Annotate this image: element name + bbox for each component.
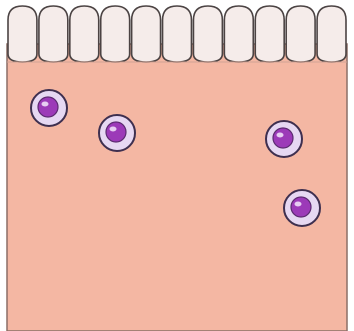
epithelial-layer: [7, 6, 347, 62]
epithelial-cell-2: [39, 6, 68, 62]
connective-tissue-region: [7, 44, 347, 331]
epithelial-cell-3: [70, 6, 99, 62]
epithelial-cell-11: [317, 6, 346, 62]
cell-2-highlight: [110, 127, 117, 132]
cell-3: [266, 121, 302, 157]
epithelial-cell-5: [132, 6, 161, 62]
epithelial-cell-4: [101, 6, 130, 62]
cell-1: [31, 90, 67, 126]
cell-3-highlight: [277, 133, 284, 138]
epithelial-cell-6: [163, 6, 192, 62]
epithelial-cell-8: [224, 6, 253, 62]
cell-3-nucleus: [273, 128, 293, 148]
epithelial-cell-10: [286, 6, 315, 62]
epithelial-cell-7: [193, 6, 222, 62]
epithelial-cell-1: [8, 6, 37, 62]
cell-4: [284, 190, 320, 226]
epithelial-cell-9: [255, 6, 284, 62]
cell-2-nucleus: [106, 122, 126, 142]
cell-4-highlight: [295, 202, 302, 207]
cell-2: [99, 115, 135, 151]
cell-1-highlight: [42, 102, 49, 107]
cell-4-nucleus: [291, 197, 311, 217]
tissue-layer: [7, 44, 347, 331]
cell-1-nucleus: [38, 97, 58, 117]
